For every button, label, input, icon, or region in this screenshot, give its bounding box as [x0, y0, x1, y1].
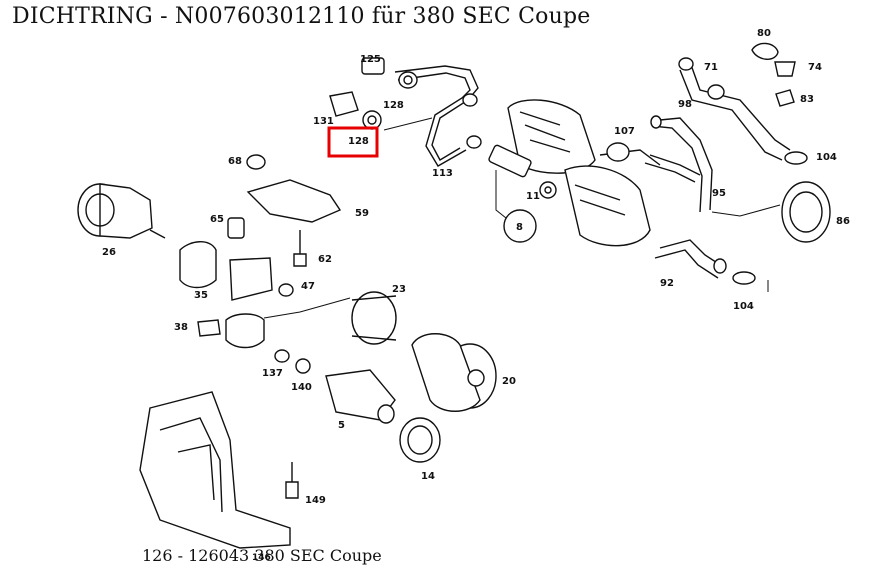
label-86: 86: [836, 216, 850, 227]
sleeve-14: [399, 417, 441, 463]
nut-131: [329, 91, 359, 117]
part-labels: 125 128 131 128 113 68 65 59 26 62 47 35…: [102, 28, 850, 506]
nut-47: [278, 283, 294, 297]
clamp-35: [179, 241, 217, 289]
label-65: 65: [210, 214, 224, 225]
label-113: 113: [432, 168, 453, 179]
hose-assembly: [606, 42, 831, 292]
label-92: 92: [660, 278, 674, 289]
label-140: 140: [291, 382, 312, 393]
label-95: 95: [712, 188, 726, 199]
label-35: 35: [194, 290, 208, 301]
clip-74: [774, 61, 796, 77]
label-137: 137: [262, 368, 283, 379]
nut-137: [274, 349, 290, 363]
valve-8-11: [488, 144, 557, 243]
bolt-38: [197, 319, 221, 337]
label-83: 83: [800, 94, 814, 105]
label-59: 59: [355, 208, 369, 219]
lock-washer-140: [295, 358, 311, 374]
label-149: 149: [305, 495, 326, 506]
label-68: 68: [228, 156, 242, 167]
page-title: DICHTRING - N007603012110 für 380 SEC Co…: [12, 4, 591, 29]
nut-68: [246, 154, 266, 170]
label-23: 23: [392, 284, 406, 295]
label-26: 26: [102, 247, 116, 258]
screw-83: [775, 89, 795, 107]
fuel-pipe-assembly: [329, 57, 482, 167]
filter-body: [564, 165, 651, 247]
rubber-mount-65: [227, 217, 245, 239]
accumulator-housing: [507, 99, 661, 247]
screw-149: [285, 481, 299, 499]
label-5: 5: [338, 420, 345, 431]
page-footer: 126 - 126043 380 SEC Coupe: [142, 546, 382, 565]
hose-clamp-107: [606, 142, 630, 162]
cover-146: [139, 391, 291, 549]
label-11: 11: [526, 191, 540, 202]
label-47: 47: [301, 281, 315, 292]
label-74: 74: [808, 62, 822, 73]
label-20: 20: [502, 376, 516, 387]
label-80: 80: [757, 28, 771, 39]
label-104-lower: 104: [733, 301, 754, 312]
label-128-highlighted: 128: [348, 136, 369, 147]
label-104-upper: 104: [816, 152, 837, 163]
pump-bracket-assembly: [77, 154, 351, 349]
label-107: 107: [614, 126, 635, 137]
label-38: 38: [174, 322, 188, 333]
sleeve-23: [351, 291, 397, 345]
protective-cover: [139, 391, 299, 549]
hose-fitting-71: [678, 57, 694, 71]
label-71: 71: [704, 62, 718, 73]
union-nut-125: [361, 57, 385, 75]
grommet-80: [751, 42, 779, 60]
housing-86: [781, 181, 831, 243]
label-125: 125: [360, 54, 381, 65]
hose-clamp-104: [784, 151, 808, 165]
hose-clamp-104b: [732, 271, 756, 285]
seal-ring-128: [362, 110, 382, 130]
label-62: 62: [318, 254, 332, 265]
seal-ring-128-top: [398, 71, 418, 89]
label-14: 14: [421, 471, 435, 482]
highlight-box-128: [327, 126, 379, 158]
label-128-upper: 128: [383, 100, 404, 111]
label-8: 8: [516, 222, 523, 233]
bracket-59: [246, 179, 342, 223]
fuel-filter-pump: [274, 291, 497, 463]
label-131: 131: [313, 116, 334, 127]
screw-62: [293, 253, 307, 267]
label-98: 98: [678, 99, 692, 110]
